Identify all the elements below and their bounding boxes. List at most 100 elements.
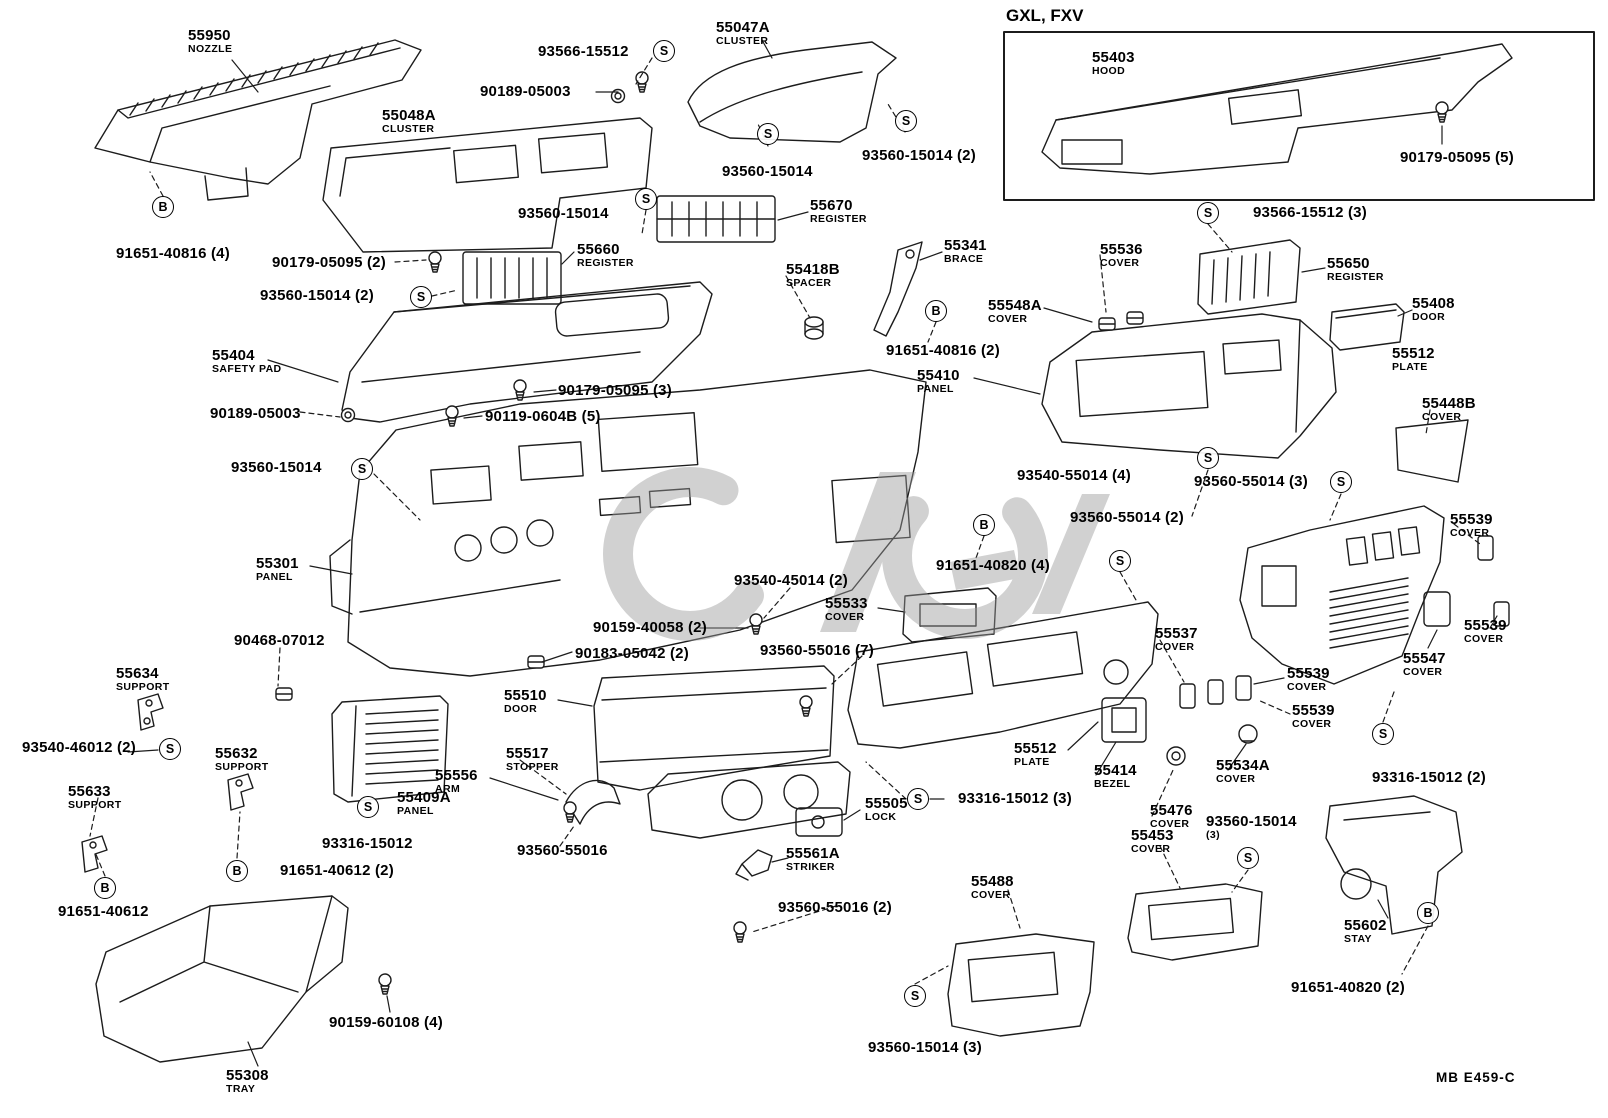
circled-letter-s-icon: S — [907, 788, 929, 810]
cover-55547 — [1423, 591, 1451, 627]
circled-letter-s-icon: S — [1197, 447, 1219, 469]
part-number: 93560-55016 (7) — [760, 642, 874, 659]
part-label: 93540-46012 (2) — [22, 740, 136, 756]
part-number: 90468-07012 — [234, 632, 325, 649]
part-desc: NOZZLE — [188, 42, 233, 55]
part-desc: LOCK — [865, 810, 897, 823]
part-number: 55047A — [716, 19, 770, 36]
part-label: 90179-05095 (3) — [558, 383, 672, 399]
cover-clips-55539 — [1179, 535, 1510, 709]
part-desc: COVER — [1100, 256, 1140, 269]
part-label: 93560-55016 (2) — [778, 900, 892, 916]
part-desc: SUPPORT — [116, 680, 170, 693]
stay-55602 — [1325, 795, 1463, 935]
part-desc: COVER — [1131, 842, 1171, 855]
circled-letter-s-icon: S — [653, 40, 675, 62]
safety-pad-55404 — [341, 281, 713, 423]
defroster-nozzle-part — [94, 39, 422, 201]
part-desc: COVER — [1287, 680, 1327, 693]
part-desc: COVER — [1422, 410, 1462, 423]
circled-letter-s-icon: S — [1237, 847, 1259, 869]
part-desc: PLATE — [1014, 755, 1050, 768]
circled-letter-s-icon: S — [1330, 471, 1352, 493]
part-desc: ARM — [435, 782, 461, 795]
part-number: 55512 — [1014, 740, 1057, 757]
part-label: 90179-05095 (5) — [1400, 150, 1514, 166]
part-number: 91651-40820 (4) — [936, 557, 1050, 574]
part-number: 55536 — [1100, 241, 1143, 258]
part-desc: COVER — [1403, 665, 1443, 678]
part-label: 93316-15012 — [322, 836, 413, 852]
part-number: 55488 — [971, 873, 1014, 890]
part-desc: PANEL — [397, 804, 434, 817]
tray-55308 — [95, 895, 349, 1063]
part-desc: SUPPORT — [68, 798, 122, 811]
part-desc: SAFETY PAD — [212, 362, 282, 375]
part-label: 93316-15012 (3) — [958, 791, 1072, 807]
part-number: 55510 — [504, 687, 547, 704]
part-desc: (3) — [1206, 828, 1221, 841]
part-number: 90183-05042 (2) — [575, 645, 689, 662]
part-label: 93540-45014 (2) — [734, 573, 848, 589]
part-number: 91651-40612 (2) — [280, 862, 394, 879]
support-55633 — [81, 835, 108, 873]
part-number: 91651-40820 (2) — [1291, 979, 1405, 996]
part-number: 55476 — [1150, 802, 1193, 819]
part-number: 55414 — [1094, 762, 1137, 779]
part-number: 90189-05003 — [480, 83, 571, 100]
part-label: 93560-15014 — [518, 206, 609, 222]
part-number: 55341 — [944, 237, 987, 254]
panel-55409a — [331, 695, 449, 803]
part-number: 93560-15014 — [231, 459, 322, 476]
part-number: 55517 — [506, 745, 549, 762]
part-number: 55539 — [1450, 511, 1493, 528]
part-number: 55512 — [1392, 345, 1435, 362]
cover-55453 — [1127, 883, 1263, 961]
part-number: 93560-15014 (2) — [260, 287, 374, 304]
circled-letter-s-icon: S — [757, 123, 779, 145]
part-number: 93560-15014 — [1206, 813, 1297, 830]
part-desc: DOOR — [1412, 310, 1446, 323]
part-label: 90183-05042 (2) — [575, 646, 689, 662]
side-plate-assembly — [1239, 505, 1445, 685]
part-label: 90159-60108 (4) — [329, 1015, 443, 1031]
part-desc: COVER — [1292, 717, 1332, 730]
leader-lines-solid — [127, 39, 1443, 1067]
part-number: 55301 — [256, 555, 299, 572]
support-55632 — [227, 773, 254, 811]
part-number: 93566-15512 (3) — [1253, 204, 1367, 221]
door-55408 — [1329, 303, 1405, 351]
drawing-number: MB E459-C — [1436, 1070, 1516, 1085]
part-number: 55404 — [212, 347, 255, 364]
part-desc: PANEL — [256, 570, 293, 583]
part-number: 55634 — [116, 665, 159, 682]
circled-letter-b-icon: B — [94, 877, 116, 899]
part-desc: STAY — [1344, 932, 1372, 945]
part-number: 55408 — [1412, 295, 1455, 312]
part-number: 55533 — [825, 595, 868, 612]
part-desc: COVER — [1150, 817, 1190, 830]
bezel-55414 — [1101, 697, 1147, 743]
register-55650 — [1197, 239, 1301, 315]
part-label: 93560-15014 — [231, 460, 322, 476]
part-desc: STRIKER — [786, 860, 835, 873]
part-number: 55505 — [865, 795, 908, 812]
part-label: 93560-55014 (2) — [1070, 510, 1184, 526]
part-label: 90468-07012 — [234, 633, 325, 649]
part-desc: CLUSTER — [382, 122, 435, 135]
